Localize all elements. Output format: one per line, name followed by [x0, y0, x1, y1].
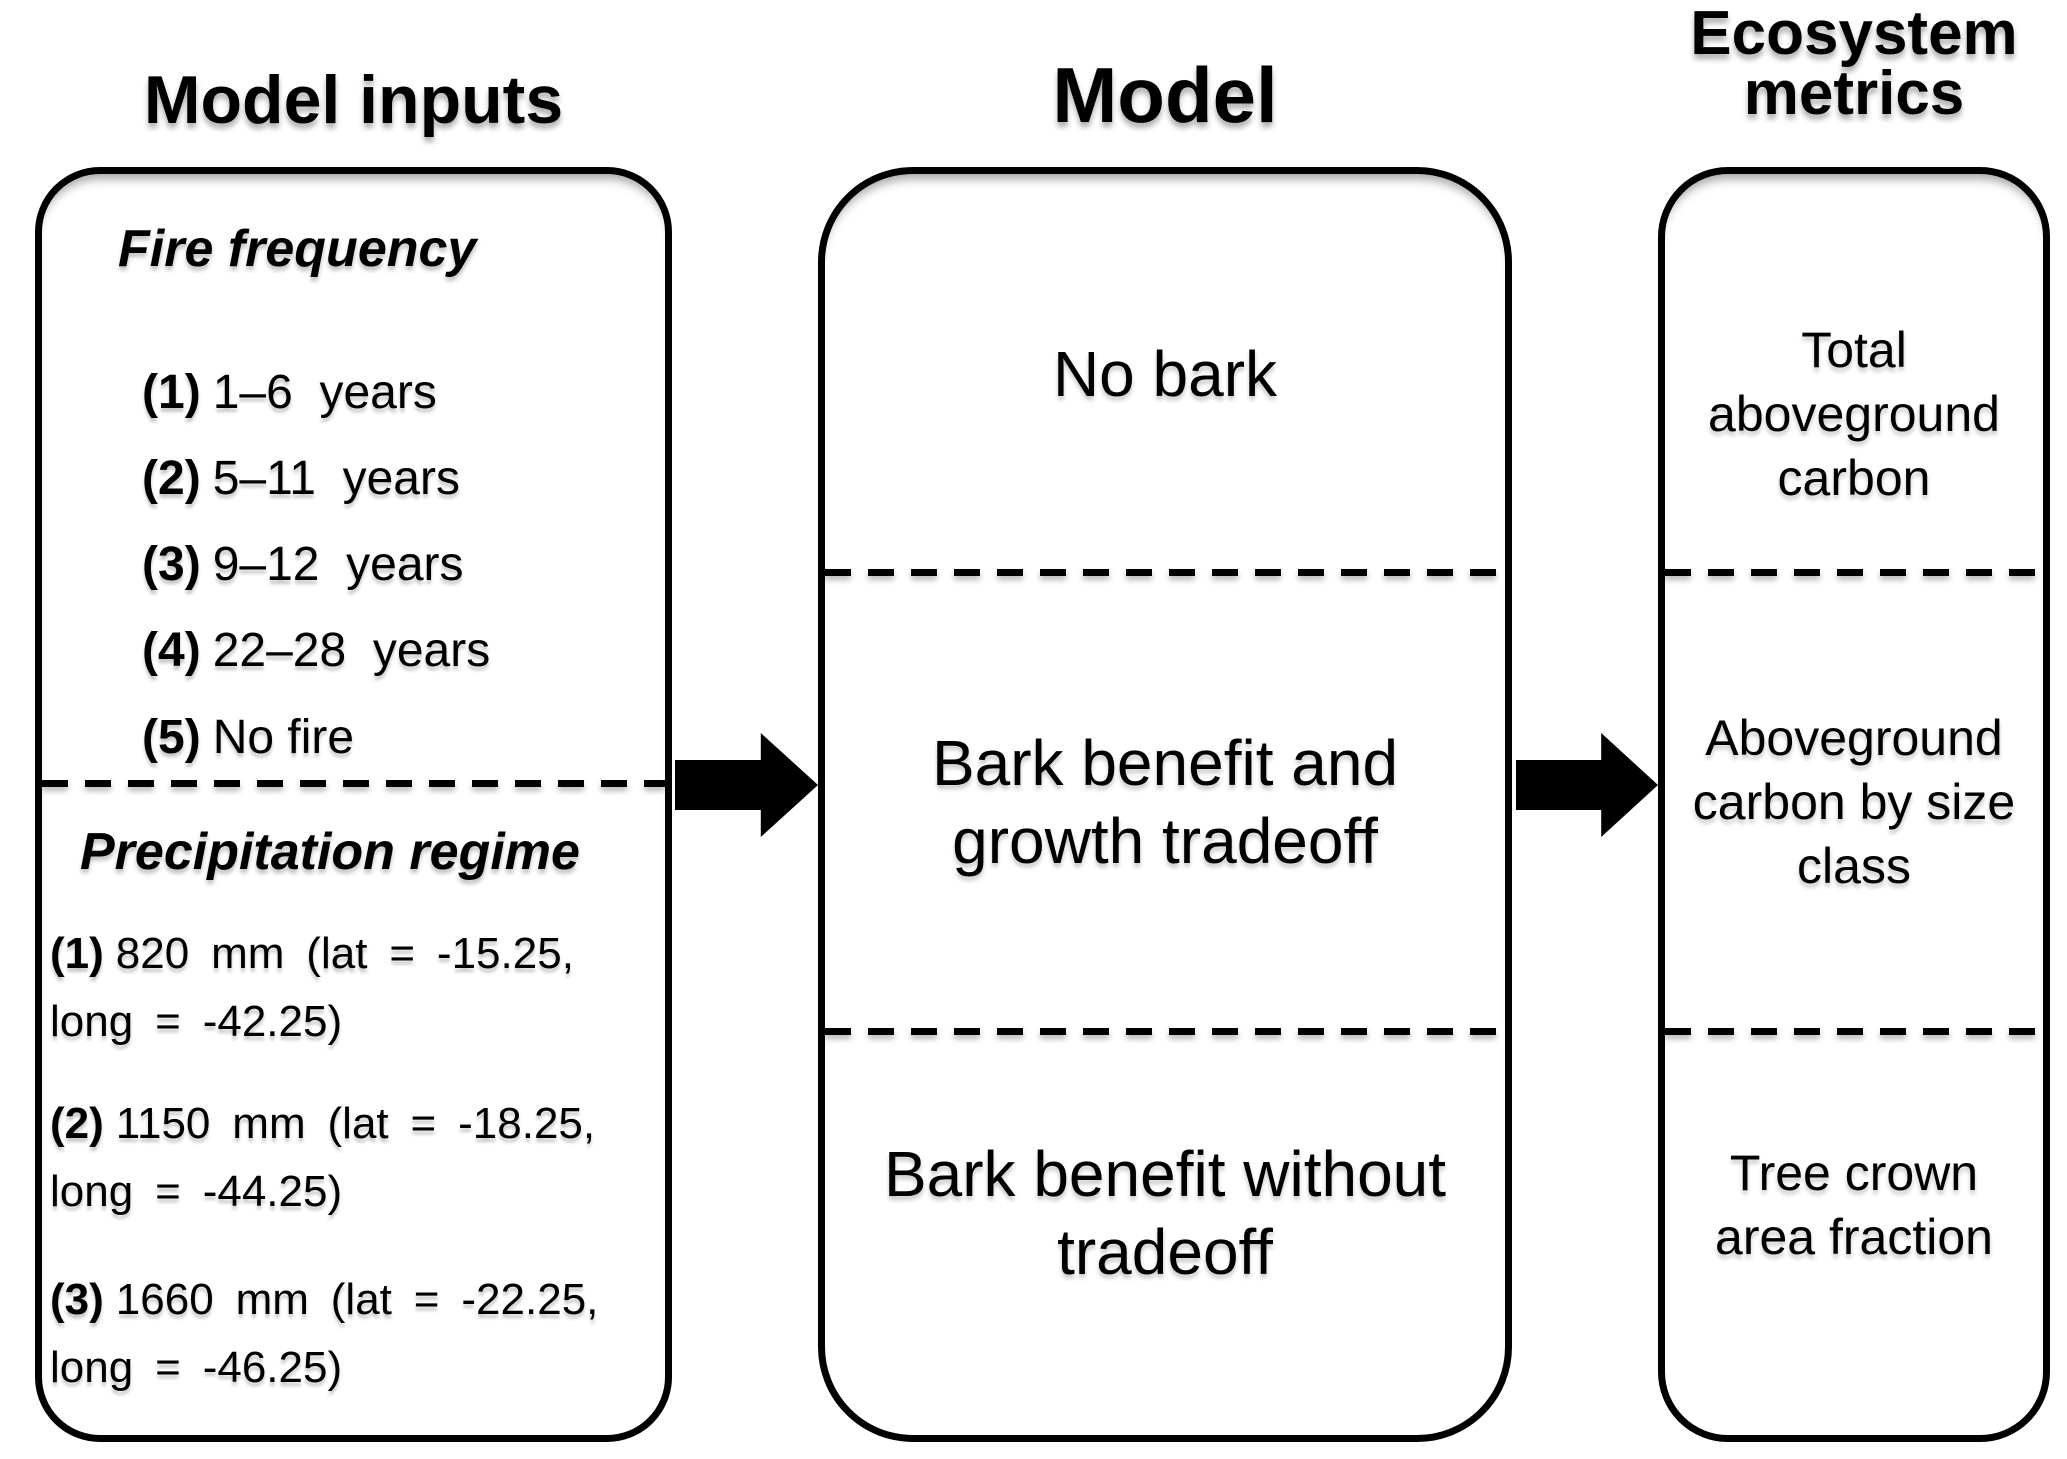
model-section-bark-no-tradeoff: Bark benefit without tradeoff — [825, 1035, 1505, 1435]
model-section-divider-1 — [825, 569, 1505, 576]
fire-item-4: (4)22–28 years — [62, 579, 490, 723]
model-section-bark-tradeoff: Bark benefit and growth tradeoff — [825, 576, 1505, 1028]
precip-item-2-text: 1150 mm (lat = -18.25, — [115, 1099, 596, 1148]
precip-item-1-line2: long = -42.25) — [50, 997, 343, 1046]
metrics-section-3-line1: Tree crown — [1729, 1145, 1979, 1201]
precip-item-3: (3)1660 mm (lat = -22.25, long = -46.25) — [50, 1266, 650, 1402]
precip-item-2-line1: (2)1150 mm (lat = -18.25, — [50, 1090, 650, 1158]
model-section-2-line2: growth tradeoff — [952, 805, 1378, 877]
fire-item-4-text: 22–28 years — [212, 624, 491, 677]
flow-arrow-inputs-to-model-icon — [675, 733, 818, 837]
fire-item-4-marker: (4) — [142, 624, 201, 677]
model-section-3-line2: tradeoff — [1057, 1215, 1273, 1288]
column-title-model: Model — [1052, 51, 1278, 139]
metrics-section-2-line3: class — [1797, 838, 1911, 894]
column-title-model-inputs: Model inputs — [143, 62, 564, 138]
fire-item-2-marker: (2) — [142, 452, 201, 505]
model-inputs-box: Fire frequency (1)1–6 years (2)5–11 year… — [35, 167, 672, 1442]
metrics-section-divider-2 — [1665, 1028, 2043, 1035]
precip-item-1-marker: (1) — [50, 929, 104, 978]
precip-item-1: (1)820 mm (lat = -15.25, long = -42.25) — [50, 920, 650, 1056]
fire-item-2-text: 5–11 years — [212, 452, 460, 505]
metrics-section-carbon-by-size: Aboveground carbon by size class — [1665, 576, 2043, 1028]
model-section-no-bark: No bark — [825, 174, 1505, 573]
precip-item-1-line1: (1)820 mm (lat = -15.25, — [50, 920, 650, 988]
model-section-divider-2 — [825, 1028, 1505, 1035]
precip-item-2-line2: long = -44.25) — [50, 1167, 343, 1216]
precipitation-regime-heading: Precipitation regime — [80, 823, 580, 881]
metrics-section-total-carbon: Total aboveground carbon — [1665, 174, 2043, 573]
fire-frequency-heading: Fire frequency — [118, 220, 477, 278]
metrics-section-divider-1 — [1665, 569, 2043, 576]
model-section-2-line1: Bark benefit and — [931, 727, 1399, 799]
fire-item-5: (5)No fire — [62, 666, 354, 810]
precip-item-2-marker: (2) — [50, 1099, 104, 1148]
precip-item-3-marker: (3) — [50, 1275, 104, 1324]
ecosystem-metrics-line2: metrics — [1743, 59, 1965, 128]
precip-item-3-text: 1660 mm (lat = -22.25, — [115, 1275, 599, 1324]
precip-item-3-line2: long = -46.25) — [50, 1343, 343, 1392]
metrics-section-3-line2: area fraction — [1715, 1209, 1993, 1265]
column-title-ecosystem-metrics: Ecosystem metrics — [1658, 0, 2050, 128]
fire-item-3: (3)9–12 years — [62, 493, 464, 637]
metrics-section-1-line1: Total — [1801, 321, 1907, 378]
model-section-1-line1: No bark — [1052, 337, 1278, 410]
metrics-section-2-line2: carbon by size — [1692, 774, 2016, 830]
metrics-section-2-line1: Aboveground — [1705, 710, 2003, 766]
model-box: No bark Bark benefit and growth tradeoff… — [818, 167, 1512, 1442]
fire-item-3-text: 9–12 years — [212, 538, 464, 591]
ecosystem-metrics-box: Total aboveground carbon Aboveground car… — [1658, 167, 2050, 1442]
model-section-3-line1: Bark benefit without — [883, 1137, 1447, 1210]
precip-item-3-line1: (3)1660 mm (lat = -22.25, — [50, 1266, 650, 1334]
fire-item-1-marker: (1) — [142, 366, 201, 419]
metrics-section-crown-area: Tree crown area fraction — [1665, 1035, 2043, 1435]
ecosystem-metrics-line1: Ecosystem — [1690, 0, 2018, 68]
fire-item-5-marker: (5) — [142, 711, 201, 764]
inputs-section-divider — [42, 780, 665, 787]
precip-item-1-text: 820 mm (lat = -15.25, — [115, 929, 574, 978]
fire-item-1-text: 1–6 years — [212, 366, 437, 419]
fire-item-1: (1)1–6 years — [62, 321, 437, 465]
metrics-section-1-line2: aboveground — [1708, 385, 2000, 442]
fire-item-5-text: No fire — [212, 711, 355, 764]
metrics-section-1-line3: carbon — [1777, 449, 1931, 506]
fire-item-3-marker: (3) — [142, 538, 201, 591]
fire-item-2: (2)5–11 years — [62, 407, 460, 551]
flow-arrow-model-to-metrics-icon — [1516, 733, 1658, 837]
precip-item-2: (2)1150 mm (lat = -18.25, long = -44.25) — [50, 1090, 650, 1226]
